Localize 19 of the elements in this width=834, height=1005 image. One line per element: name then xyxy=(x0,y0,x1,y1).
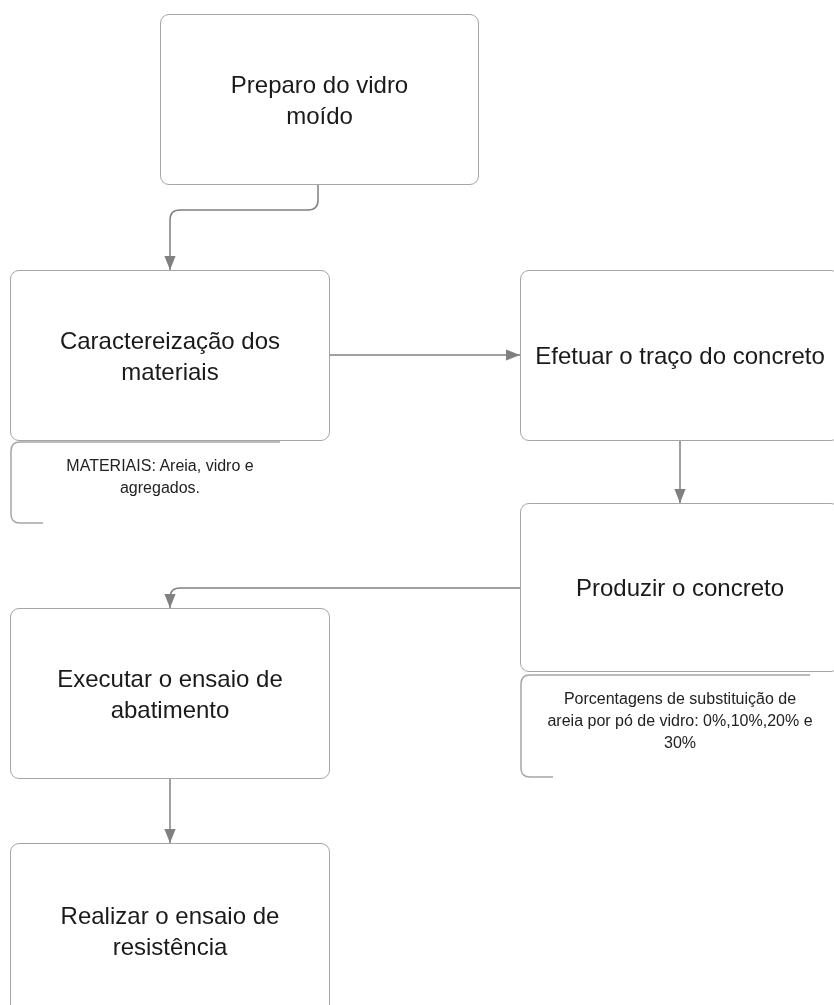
step-label: Executar o ensaio de abatimento xyxy=(56,663,284,725)
process-box xyxy=(10,608,330,779)
step-label: Preparo do vidro moído xyxy=(229,69,410,131)
arrow xyxy=(164,778,176,844)
arrow xyxy=(329,349,521,361)
process-box xyxy=(160,14,479,185)
process-box xyxy=(10,270,330,441)
step-label: Caractereização dos materiais xyxy=(58,325,282,387)
step-label: Produzir o concreto xyxy=(575,573,785,603)
process-box xyxy=(520,503,834,672)
step-label: Realizar o ensaio de resistência xyxy=(59,901,281,962)
process-box xyxy=(10,843,330,1005)
arrow xyxy=(164,587,521,609)
arrow xyxy=(164,184,319,271)
process-box xyxy=(520,270,834,441)
step-label: Efetuar o traço do concreto xyxy=(535,341,825,371)
arrow xyxy=(674,440,686,504)
note-text: MATERIAIS: Areia, vidro e agregados. xyxy=(65,456,255,498)
note-text: Porcentagens de substituição de areia por pó de vidro: 0%,10%,20% e 30% xyxy=(546,689,814,753)
